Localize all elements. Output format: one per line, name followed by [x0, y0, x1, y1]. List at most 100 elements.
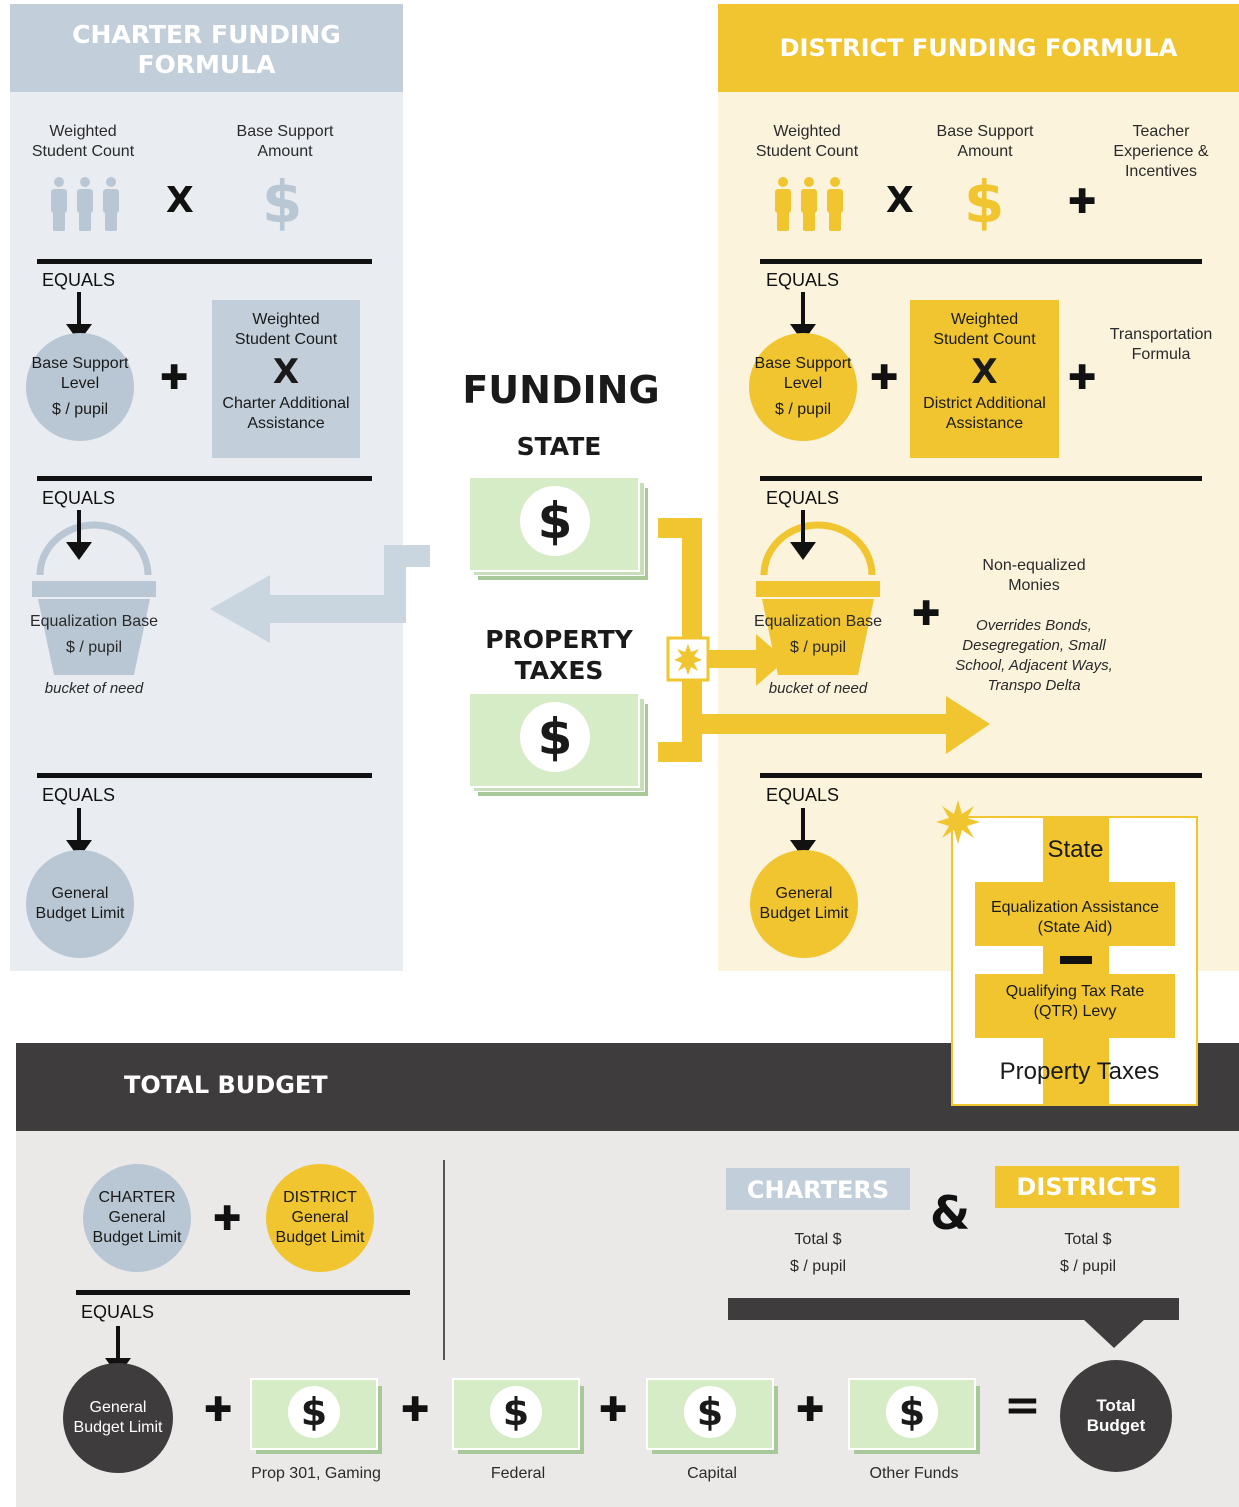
charter-divider-3: [37, 773, 372, 778]
charter-title-line1: CHARTER FUNDING: [72, 20, 341, 49]
capital-label: Capital: [687, 1465, 737, 1482]
equation-plus-3: ✚: [599, 1390, 628, 1430]
charter-people-icon: [51, 177, 119, 231]
breakdown-state-label: State: [1047, 836, 1104, 863]
down-arrow-icon: [66, 510, 92, 560]
district-plus-sign-1: ✚: [1068, 182, 1097, 222]
total-budget-title: TOTAL BUDGET: [124, 1071, 328, 1099]
down-arrow-icon: [790, 510, 816, 560]
district-plus-sign-2: ✚: [870, 358, 899, 398]
state-to-district-connector: [658, 518, 990, 762]
charter-title-line2: FORMULA: [137, 50, 276, 79]
down-arrow-icon: [790, 808, 816, 858]
charter-equals-2: EQUALS: [42, 488, 116, 508]
district-times-sign: X: [886, 180, 914, 221]
district-plus-sign-4: ✚: [912, 594, 941, 634]
charters-badge: CHARTERS: [726, 1168, 910, 1210]
charter-header: CHARTER FUNDING FORMULA: [10, 4, 403, 92]
bucket-icon: [32, 521, 156, 675]
dollar-icon: $: [537, 708, 573, 766]
district-equalization-base: Equalization Base$ / pupil: [753, 613, 883, 656]
equation-plus-1: ✚: [204, 1390, 233, 1430]
federal-label: Federal: [490, 1465, 546, 1482]
district-divider-3: [760, 773, 1202, 778]
district-dollar-icon: $: [964, 168, 1005, 236]
district-equals-3: EQUALS: [766, 785, 840, 805]
vertical-divider: [443, 1160, 445, 1360]
charter-equals-3: EQUALS: [42, 785, 116, 805]
equation-plus-4: ✚: [796, 1390, 825, 1430]
districts-totals: Total $$ / pupil: [1059, 1231, 1117, 1275]
bracket-pointer: [728, 1298, 1179, 1348]
breakdown-property-label: Property Taxes: [999, 1058, 1160, 1085]
equation-plus-2: ✚: [401, 1390, 430, 1430]
district-bucket-note: bucket of need: [768, 680, 868, 697]
state-label: STATE: [516, 432, 602, 461]
capital-money-stack: $: [646, 1378, 780, 1456]
dollar-icon: $: [502, 1390, 530, 1434]
charter-bucket-note: bucket of need: [44, 680, 144, 697]
districts-badge: DISTRICTS: [995, 1166, 1179, 1208]
equalization-assistance: Equalization Assistance(State Aid): [990, 899, 1160, 936]
district-people-icon: [775, 177, 843, 231]
other-funds-label: Other Funds: [869, 1465, 959, 1482]
minus-sign: [1060, 956, 1092, 964]
state-money-stack: $: [468, 476, 650, 582]
charter-equals-1: EQUALS: [42, 270, 116, 290]
total-equals: EQUALS: [81, 1302, 155, 1322]
state-aid-breakdown: State Equalization Assistance(State Aid)…: [951, 816, 1198, 1106]
charter-panel: [10, 4, 403, 971]
charters-totals: Total $$ / pupil: [789, 1231, 847, 1275]
down-arrow-icon: [66, 808, 92, 858]
charter-times-sign: X: [166, 180, 194, 221]
district-header: DISTRICT FUNDING FORMULA: [718, 4, 1239, 92]
charter-divider-2: [37, 476, 372, 481]
charter-additional-box: Weighted Student Count X Charter Additio…: [212, 300, 360, 458]
total-plus-1: ✚: [213, 1199, 242, 1239]
district-equals-2: EQUALS: [766, 488, 840, 508]
district-additional-box: Weighted Student Count X District Additi…: [910, 300, 1059, 458]
charter-dollar-icon: $: [262, 168, 303, 236]
prop301-label: Prop 301, Gaming: [251, 1465, 381, 1482]
state-to-charter-arrow: [210, 545, 430, 643]
dollar-icon: $: [537, 492, 573, 550]
dollar-icon: $: [300, 1390, 328, 1434]
dollar-icon: $: [696, 1390, 724, 1434]
dollar-icon: $: [898, 1390, 926, 1434]
district-plus-sign-3: ✚: [1068, 358, 1097, 398]
funding-title: FUNDING: [462, 368, 660, 412]
district-title: DISTRICT FUNDING FORMULA: [779, 34, 1178, 62]
bucket-icon: [756, 521, 880, 675]
other-funds-money-stack: $: [848, 1378, 982, 1456]
total-divider: [76, 1290, 410, 1295]
equation-equals-sign: =: [1004, 1380, 1041, 1431]
charter-equalization-base: Equalization Base$ / pupil: [29, 613, 159, 656]
charter-plus-sign-1: ✚: [160, 358, 189, 398]
district-equals-1: EQUALS: [766, 270, 840, 290]
ampersand: &: [930, 1186, 971, 1240]
district-divider-2: [760, 476, 1202, 481]
starburst-icon: [936, 800, 980, 844]
prop301-money-stack: $: [250, 1378, 384, 1456]
federal-money-stack: $: [452, 1378, 586, 1456]
qualifying-tax-rate: Qualifying Tax Rate(QTR) Levy: [1005, 983, 1145, 1020]
charter-divider-1: [37, 259, 372, 264]
property-money-stack: $: [468, 692, 650, 798]
